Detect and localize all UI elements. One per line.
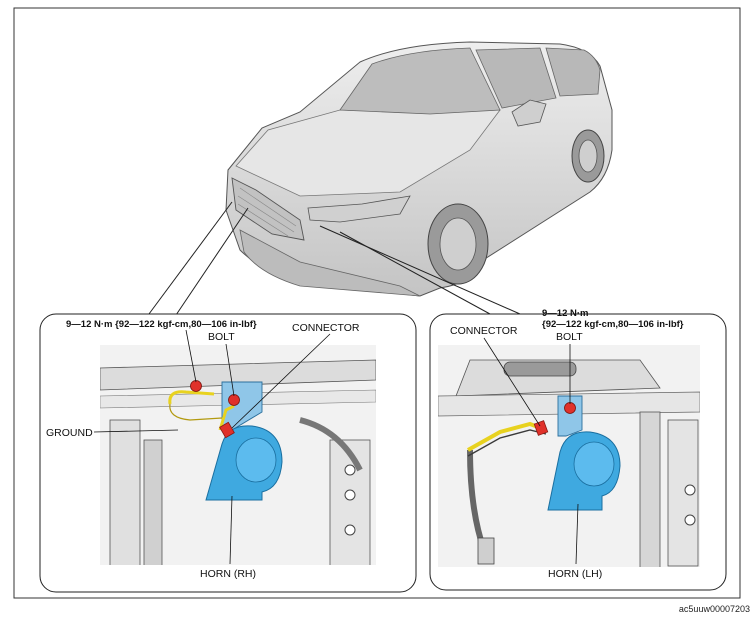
panel-horn-lh — [429, 313, 727, 591]
lh-horn-label: HORN (LH) — [548, 568, 602, 580]
bolt-rh-2 — [228, 394, 240, 406]
lh-torque-spec-line1: 9—12 N·m — [542, 308, 588, 319]
bracket-lh — [557, 395, 583, 437]
lh-connector-label: CONNECTOR — [450, 325, 518, 337]
rh-connector-label: CONNECTOR — [292, 322, 360, 334]
bolt-lh — [564, 402, 576, 414]
lh-torque-spec-line2: {92—122 kgf-cm,80—106 in-lbf} — [542, 319, 684, 330]
rh-torque-spec: 9—12 N·m {92—122 kgf-cm,80—106 in-lbf} — [66, 319, 257, 330]
lh-bolt-label: BOLT — [556, 331, 583, 343]
rh-ground-label: GROUND — [46, 427, 93, 439]
panel-horn-rh — [39, 313, 417, 593]
rh-bolt-label: BOLT — [208, 331, 235, 343]
vehicle-illustration — [225, 41, 613, 297]
figure-code: ac5uuw00007203 — [678, 604, 750, 614]
bolt-rh-1 — [190, 380, 202, 392]
outer-frame — [13, 7, 741, 599]
callout-leaders — [145, 201, 521, 319]
rh-horn-label: HORN (RH) — [200, 568, 256, 580]
